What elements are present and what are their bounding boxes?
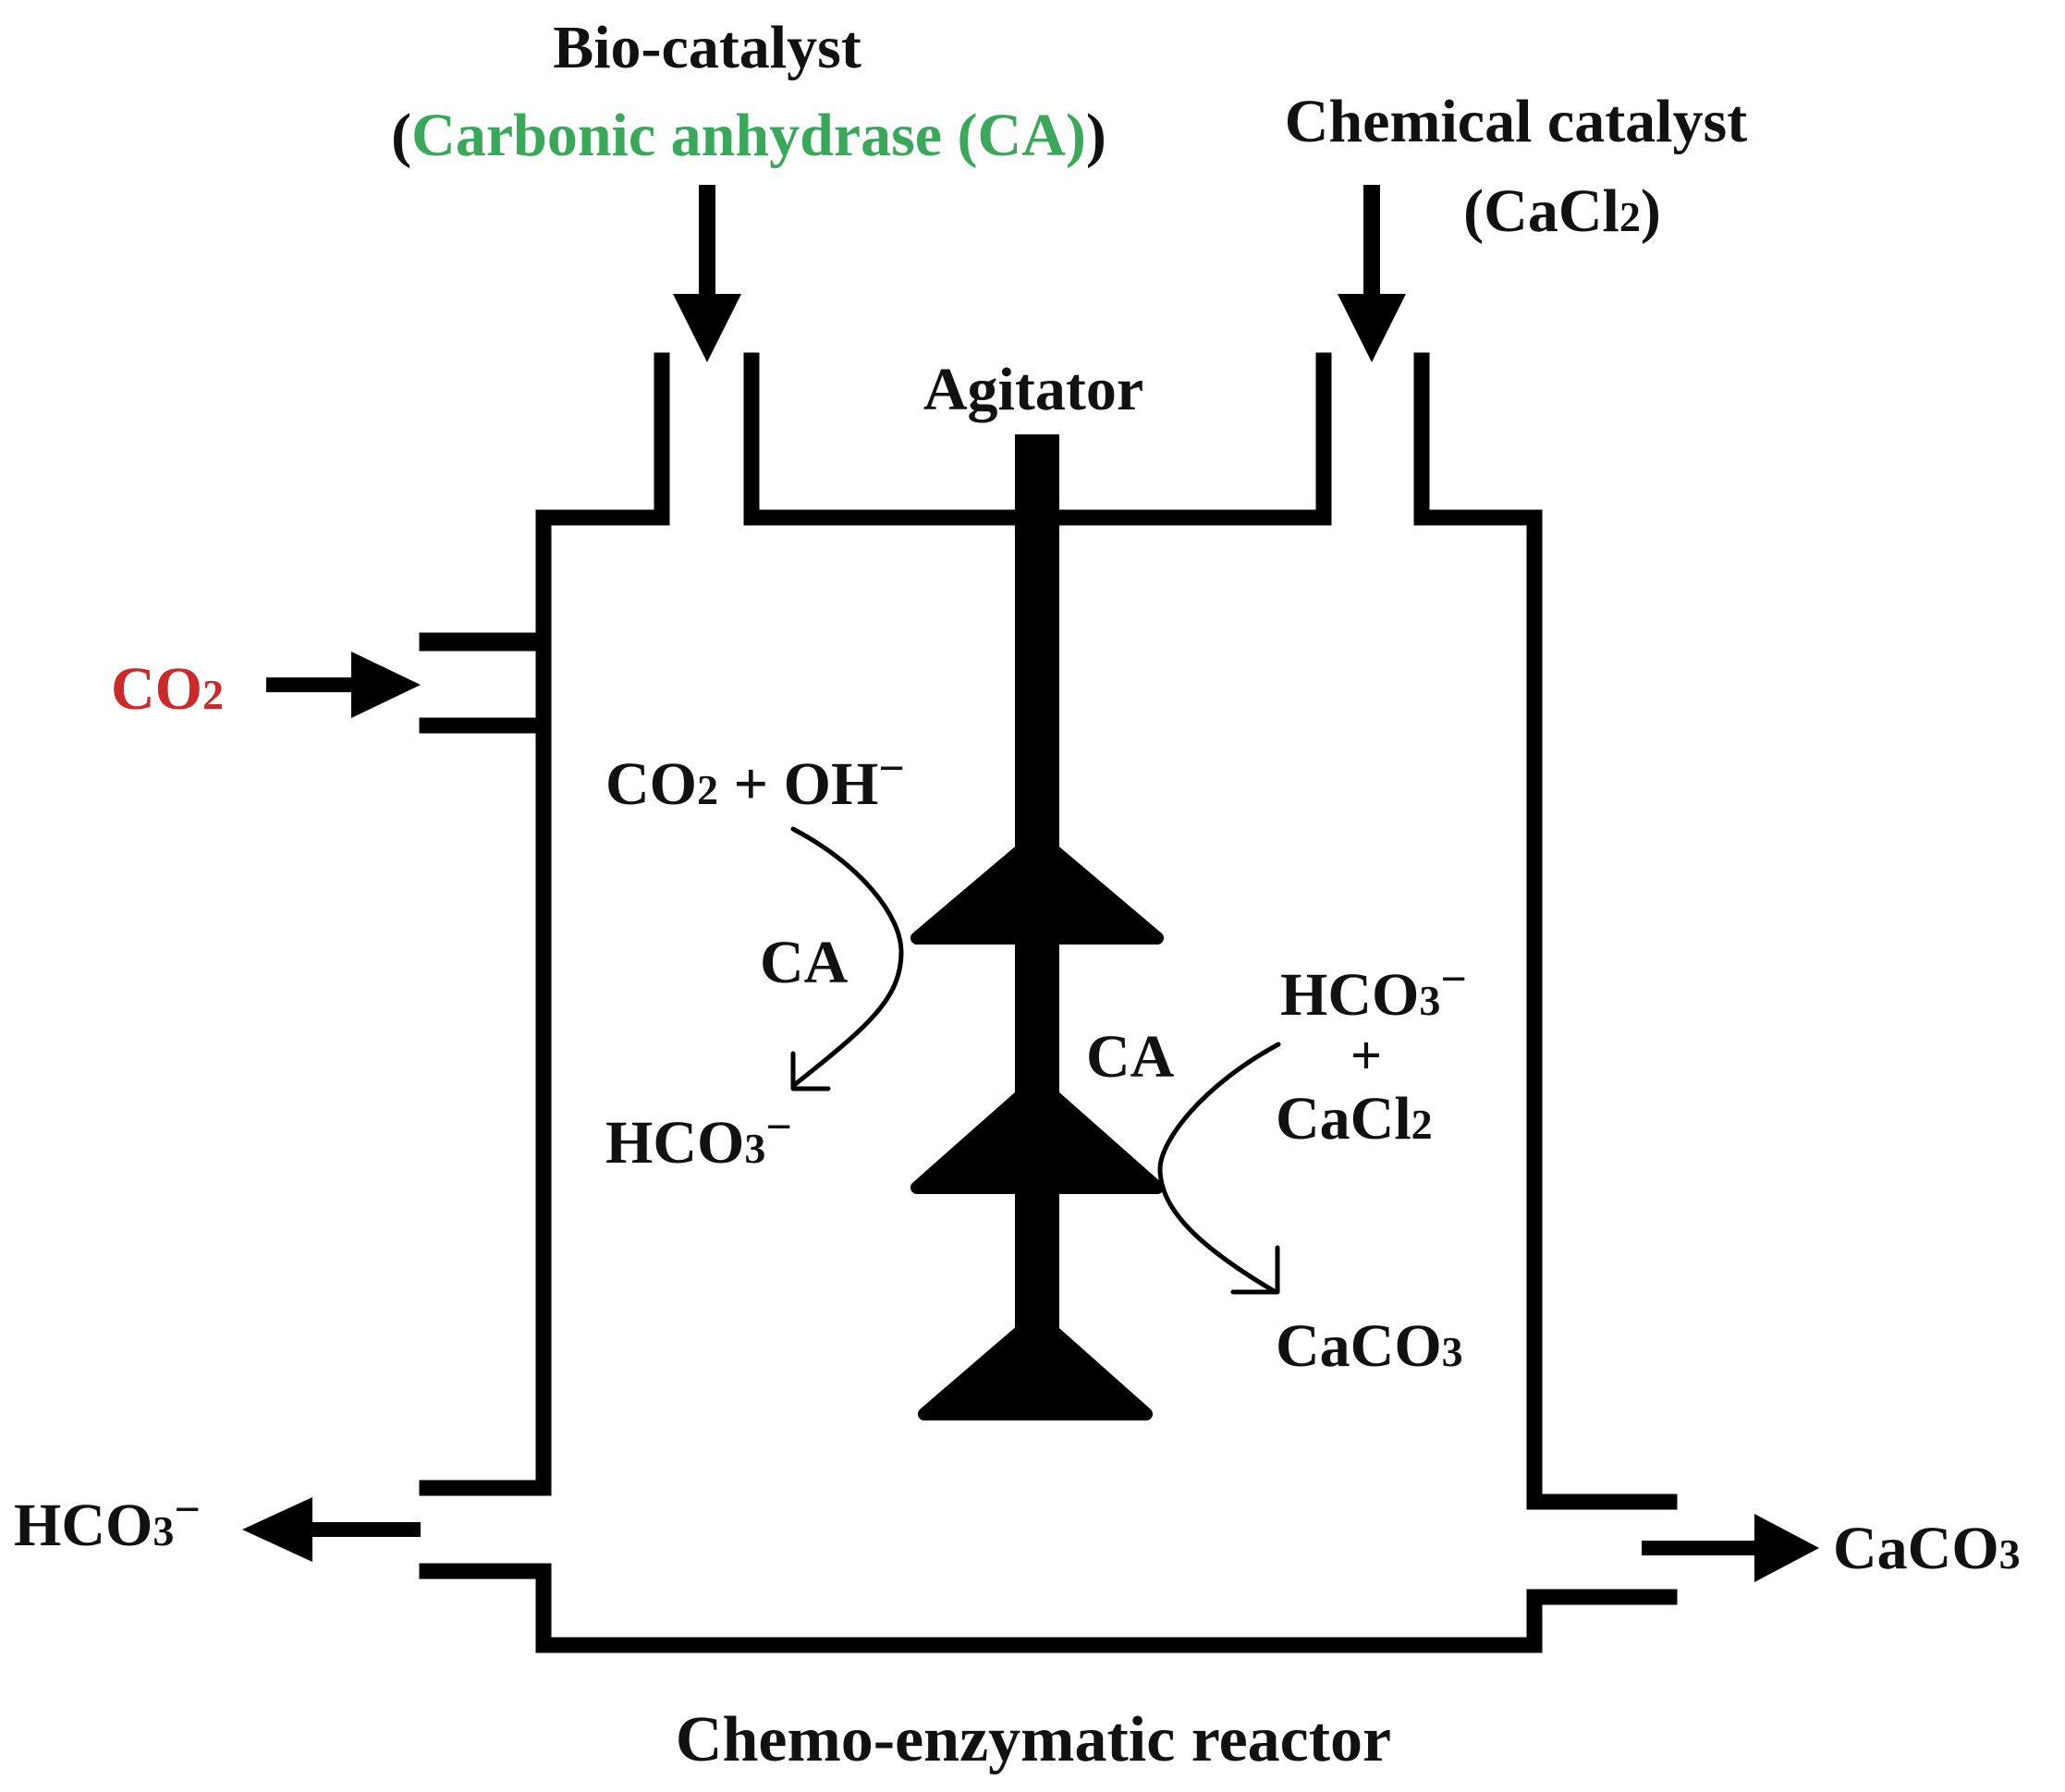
vessel-left-wall — [419, 635, 552, 1496]
agitator — [910, 434, 1164, 1420]
ca-label-1: CA — [760, 929, 849, 996]
vessel-right-wall — [1413, 352, 1678, 1510]
hco3-outlet-arrow — [242, 1497, 421, 1562]
cacl2-reactant-label: CaCl2 — [1276, 1085, 1433, 1152]
agitator-blade-3 — [918, 1310, 1153, 1420]
bio-catalyst-label: Bio-catalyst — [553, 14, 861, 81]
hco3-outlet-label: HCO3− — [14, 1483, 201, 1559]
carbonic-anhydrase-label: (Carbonic anhydrase (CA)) — [391, 102, 1106, 169]
vessel-upper-left-shoulder — [419, 352, 670, 649]
co2-inlet-label: CO2 — [111, 655, 224, 723]
chemical-catalyst-label: Chemical catalyst — [1285, 88, 1747, 155]
chemical-catalyst-feed-arrow — [1338, 185, 1406, 362]
reaction-1-curve — [790, 826, 904, 1091]
hco3-reactant-label: HCO3− — [1280, 953, 1467, 1029]
co2-inlet-arrow — [266, 652, 421, 718]
caco3-outlet-arrow — [1642, 1514, 1819, 1582]
hco3-product-label: HCO3− — [605, 1101, 792, 1176]
ca-label-2: CA — [1086, 1023, 1175, 1091]
cacl2-catalyst-label: (CaCl2) — [1463, 177, 1661, 245]
caco3-outlet-label: CaCO3 — [1833, 1515, 2021, 1582]
bio-catalyst-feed-arrow — [673, 185, 741, 362]
agitator-blade-2 — [910, 1075, 1164, 1194]
caco3-product-label: CaCO3 — [1276, 1312, 1463, 1380]
reaction-2-curve — [1157, 1042, 1281, 1295]
vessel-bottom — [419, 1563, 1678, 1653]
reaction-1-reactants: CO2 + OH− — [605, 742, 905, 818]
plus-sign: + — [1350, 1025, 1382, 1086]
agitator-blade-1 — [910, 830, 1164, 945]
agitator-label: Agitator — [923, 356, 1143, 423]
reactor-title: Chemo-enzymatic reactor — [676, 1704, 1391, 1775]
